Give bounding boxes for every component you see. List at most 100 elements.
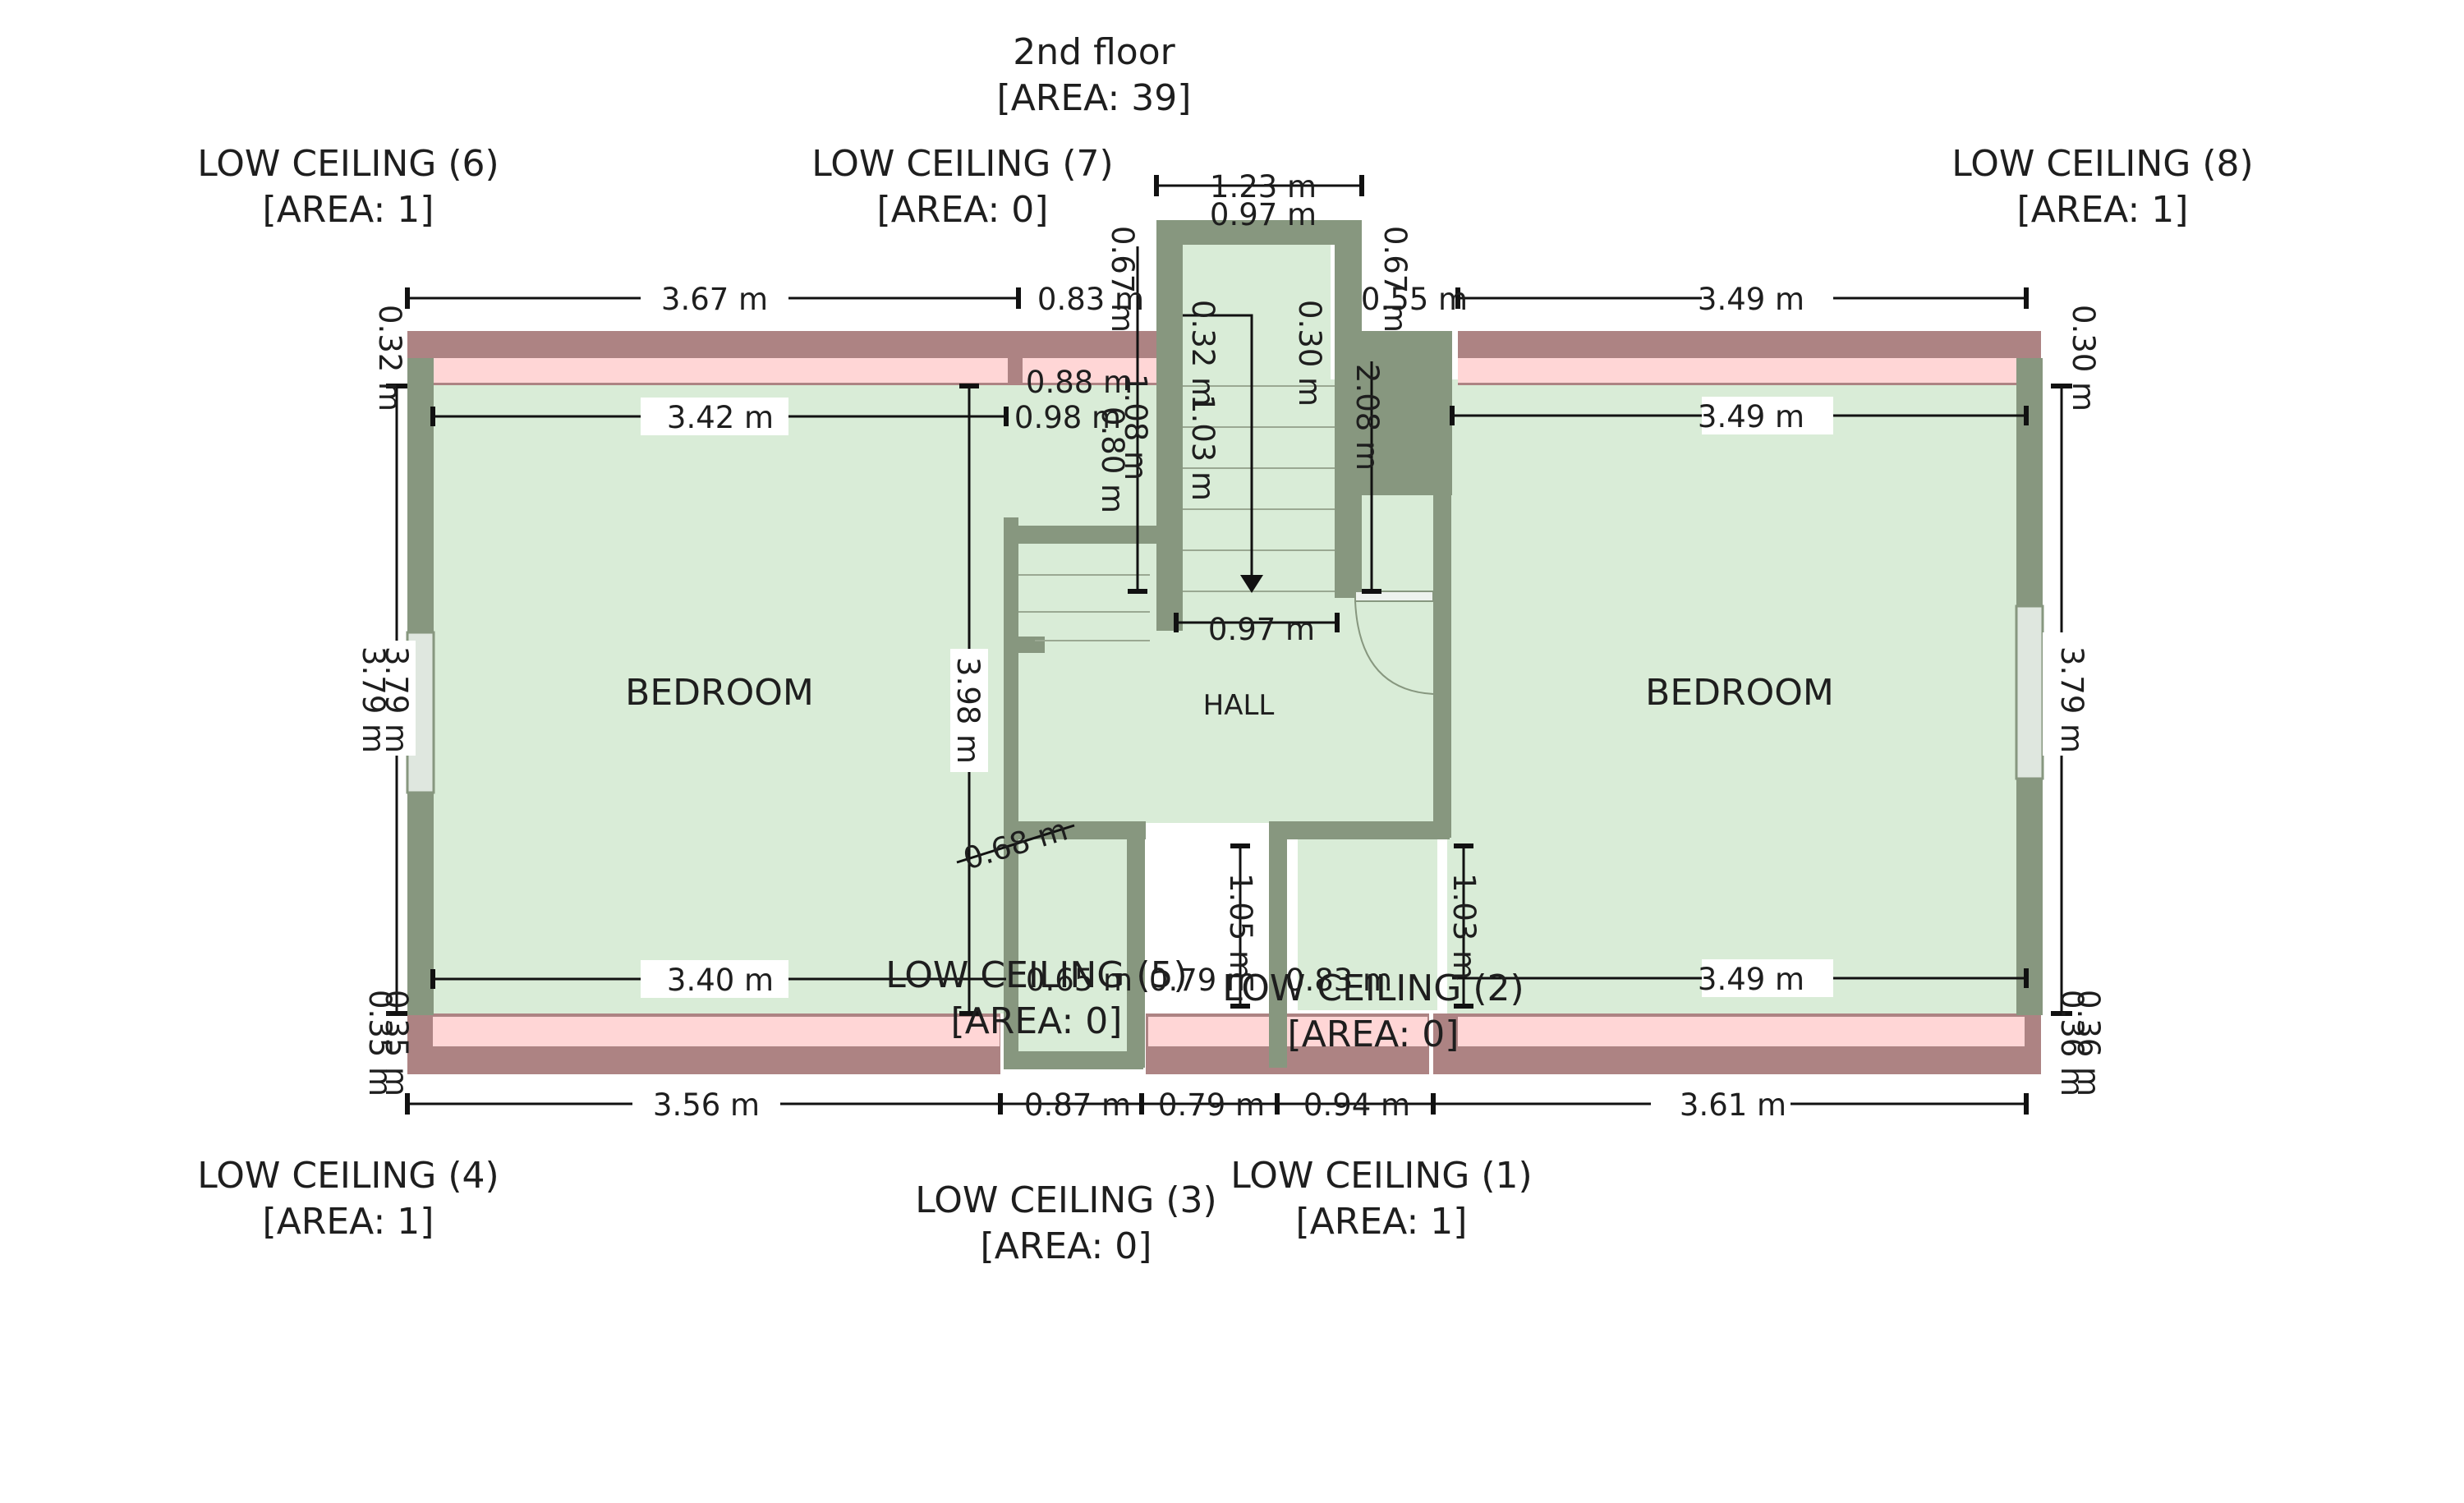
dimension-labels: 3.67 m 0.83 m 0.55 m 3.49 m 1.23 m 0.97 … [356,169,2106,1123]
dim-bot-left-inner: 3.40 m [667,963,774,998]
low-ceiling-7-area: [AREA: 0] [877,189,1049,231]
dim-right-height: 3.79 m [2054,646,2089,753]
closet-bottom-floor [1018,838,1142,1059]
low-ceiling-4-name: LOW CEILING (4) [197,1155,499,1197]
dim-left-low-thk-b: 0.35 m [379,990,414,1096]
low-ceiling-8-name: LOW CEILING (8) [1951,143,2253,185]
room-label-bedroom-left: BEDROOM [625,672,814,714]
low-ceiling-6-area: [AREA: 1] [263,189,434,231]
dim-closet-h1: 1.08 m [1118,374,1153,480]
low-ceiling-2-area: [AREA: 0] [1288,1013,1460,1055]
label-masks [378,279,2080,1123]
stair-floor [1183,238,1331,624]
low-ceiling-strips [407,331,2041,1074]
dim-bot-left-outer: 3.56 m [653,1087,760,1123]
dim-right-low-thk-b: 0.36 m [2071,990,2106,1096]
wall-bath-left [1269,821,1287,1068]
wall-stair-right [1335,220,1362,598]
dim-bot-s3: 0.94 m [1303,1087,1410,1123]
dim-stair-left-h: 0.67 m [1105,226,1140,333]
room-label-bedroom-right: BEDROOM [1645,672,1834,714]
dim-left-wall-thk: 0.32 m [372,305,407,411]
dim-bot-right-outer: 3.61 m [1680,1087,1786,1123]
dim-right-low-thk-a: 0.36 m [2054,990,2089,1096]
dim-right-wall-thk: 0.30 m [2066,305,2101,411]
dim-stair-well-c: 0.30 m [1292,300,1327,407]
low-ceiling-7-name: LOW CEILING (7) [811,143,1113,185]
low-ceiling-fill-1 [1280,1017,1427,1046]
dim-bot-mid-c: 0.83 m [1285,963,1392,998]
low-ceiling-1-area: [AREA: 1] [1296,1201,1468,1243]
low-ceiling-fill-3 [1148,1017,1276,1046]
wall-bottom-closet-top [1018,821,1146,839]
floor-name: 2nd floor [1013,31,1175,73]
window-right [2015,604,2044,780]
wall-closet-shelf [1004,526,1168,544]
dim-stair-right-h: 0.67 m [1377,226,1413,333]
staircase [1018,314,1434,695]
dim-mid-inner-width: 0.98 m [1014,400,1121,435]
dim-stair-right-run: 2.08 m [1349,364,1385,471]
dim-right-inner-width: 3.49 m [1698,399,1804,434]
dim-left-low-thk-a: 0.35 m [362,990,398,1096]
low-ceiling-3-area: [AREA: 0] [981,1225,1152,1267]
dim-bot-right-inner: 3.49 m [1698,962,1804,997]
dim-left-height-a: 3.79 m [379,646,414,753]
wall-stair-top [1156,220,1362,245]
low-ceiling-3-name: LOW CEILING (3) [915,1179,1216,1221]
low-ceiling-fill-8 [1458,358,2025,383]
stair-arrow-icon [1240,575,1263,593]
dim-top-mid-width: 0.83 m [1037,282,1144,317]
dim-inner-height: 3.98 m [950,657,986,764]
low-ceiling-8-area: [AREA: 1] [2017,189,2189,231]
dimension-lines [386,175,2072,1115]
room-label-hall: HALL [1203,689,1275,722]
low-ceiling-fill-6 [433,358,1008,383]
low-ceiling-4-area: [AREA: 1] [263,1201,434,1243]
dim-bath-h-left: 1.05 m [1223,873,1258,980]
dim-landing-width: 0.97 m [1208,612,1315,647]
dim-bot-mid-a: 0.65 m [1026,963,1133,998]
low-ceiling-6-name: LOW CEILING (6) [197,143,499,185]
dim-closet-width: 0.88 m [1026,365,1133,400]
low-ceiling-fill-7 [1023,358,1158,383]
low-ceiling-2-name: LOW CEILING (2) [1222,968,1524,1009]
stair-direction-line [1183,314,1253,575]
low-ceiling-1-name: LOW CEILING (1) [1230,1155,1532,1197]
low-ceiling-5-name: LOW CEILING (5) [885,954,1187,996]
wall-bottom-closet-right [1127,821,1145,1068]
wall-block-right [1362,331,1452,495]
dim-top-right-strip: 0.55 m [1361,282,1468,317]
dim-bot-mid-b: 0.79 m [1149,963,1256,998]
wall-bath-top [1269,821,1450,839]
dim-stair-well-a: 0.32 m [1185,300,1221,407]
low-ceiling-fill-2 [1458,1017,2025,1046]
dim-bath-h-right: 1.03 m [1446,873,1482,980]
walls [406,220,2044,1069]
bedroom-left-floor [427,379,1004,1013]
wall-bottom-closet-base [1004,1051,1143,1069]
room-labels: BEDROOM BEDROOM HALL [625,672,1834,722]
dim-left-height-b: 3.79 m [356,646,391,753]
dim-closet-h2: 0.80 m [1095,407,1130,513]
low-ceiling-fill-4 [433,1017,1000,1046]
dim-top-left-width: 3.67 m [661,282,768,317]
wall-hall-right [1433,493,1451,838]
wall-closet-lower [1004,637,1045,653]
wall-stair-left [1156,220,1183,631]
floor-area: [AREA: 39] [997,77,1192,119]
bedroom-right-floor [1447,379,2024,1013]
dim-bot-s2: 0.79 m [1158,1087,1265,1123]
floor-title: 2nd floor [AREA: 39] [997,31,1192,119]
dim-stair-inner: 0.97 m [1210,197,1317,232]
dim-left-inner-width: 3.42 m [667,400,774,435]
dim-stair-well-b: 1.03 m [1185,394,1221,501]
bath-floor [1298,838,1437,1010]
low-ceiling-labels: LOW CEILING (6) [AREA: 1] LOW CEILING (7… [197,143,2253,1267]
dim-bot-s1: 0.87 m [1024,1087,1131,1123]
dim-stair-outer: 1.23 m [1210,169,1317,205]
low-ceiling-5-area: [AREA: 0] [951,1000,1123,1042]
dim-top-right-width: 3.49 m [1698,282,1804,317]
door-swing-icon [1354,600,1434,695]
